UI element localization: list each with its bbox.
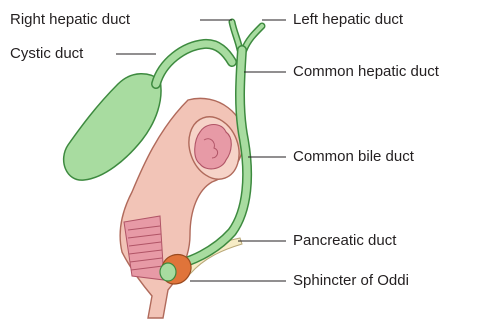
label-cystic-duct: Cystic duct: [10, 45, 83, 63]
label-sphincter-of-oddi: Sphincter of Oddi: [293, 272, 409, 290]
label-common-hepatic-duct: Common hepatic duct: [293, 63, 439, 81]
duodenum-mucosal-folds: [124, 216, 164, 280]
label-left-hepatic-duct: Left hepatic duct: [293, 11, 403, 29]
ampulla-opening: [160, 263, 176, 281]
label-right-hepatic-duct: Right hepatic duct: [10, 11, 130, 29]
label-pancreatic-duct: Pancreatic duct: [293, 232, 396, 250]
label-common-bile-duct: Common bile duct: [293, 148, 414, 166]
